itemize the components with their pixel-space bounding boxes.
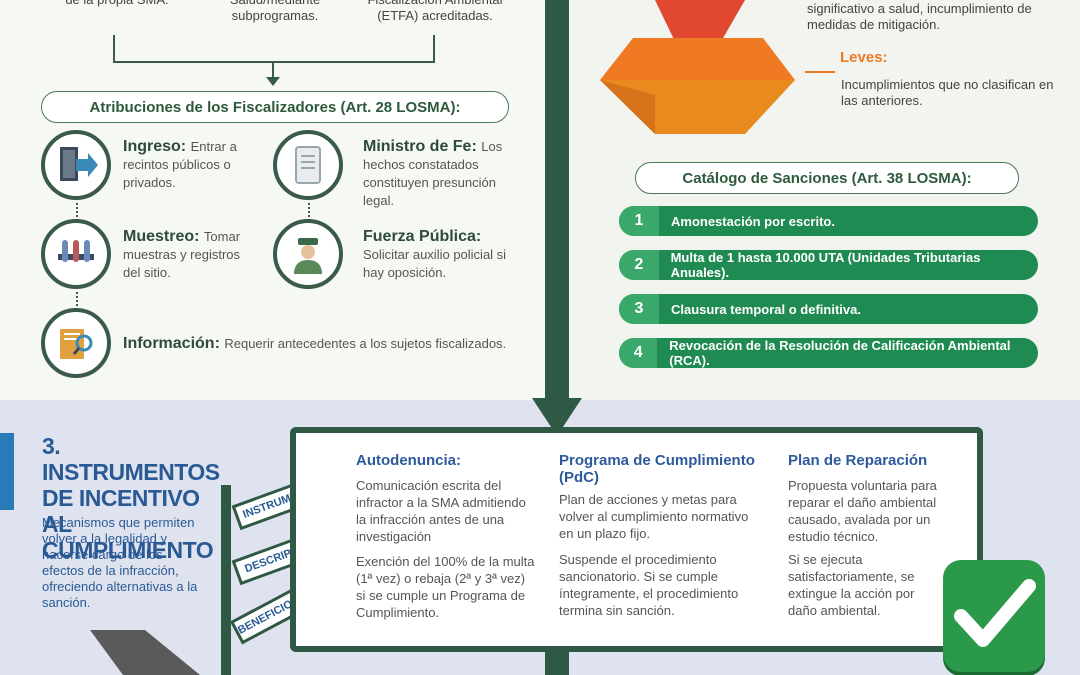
top-box-1-text: de la propia SMA. [62,0,172,8]
top-box-2-text: Salud/mediante subprogramas. [230,0,320,23]
autodenuncia-title: Autodenuncia: [356,452,461,469]
leves-line [805,71,835,73]
pdc-title: Programa de Cumplimiento (PdC) [559,452,755,486]
sanction-label: Revocación de la Resolución de Calificac… [669,338,1011,368]
section3-description: Mecanismos que permiten volver a la lega… [42,515,198,610]
flow-connector [272,63,274,81]
section-accent-bar [0,433,14,510]
section3-title: 3. INSTRUMENTOS DE INCENTIVO AL CUMPLIMI… [42,433,220,563]
sanction-num: 4 [619,338,658,368]
dotted-connector [76,292,78,310]
gravity-top-text: significativo a salud, incumplimiento de… [807,1,1032,32]
leves-title: Leves: [840,49,888,66]
atribuciones-title: Atribuciones de los Fiscalizadores (Art.… [41,91,509,123]
autodenuncia-p2: Exención del 100% de la multa (1ª vez) o… [356,554,535,620]
plan-reparacion-p2: Si se ejecuta satisfactoriamente, se ext… [788,552,915,618]
instruments-box [290,427,983,652]
sanction-num: 1 [619,206,659,236]
police-officer-icon [273,219,343,289]
fuerza-title: Fuerza Pública: [363,228,482,245]
ministro-title: Ministro de Fe: [363,138,477,155]
fuerza-text: Solicitar auxilio policial si hay oposic… [363,247,507,280]
scroll-icon [273,130,343,200]
test-tubes-icon [41,219,111,289]
flow-arrow-icon [266,77,280,86]
ingreso-title: Ingreso: [123,138,187,155]
dotted-connector [308,203,310,221]
center-divider-bottom [545,652,569,675]
sanction-item: 4 Revocación de la Resolución de Califica… [619,338,1038,368]
flow-bracket [113,35,435,63]
ministro-text: Los hechos constatados constituyen presu… [363,139,503,208]
autodenuncia-p1: Comunicación escrita del infractor a la … [356,478,526,544]
sanction-item: 1 Amonestación por escrito. [619,206,1038,236]
document-search-icon [41,308,111,378]
sanction-label: Multa de 1 hasta 10.000 UTA (Unidades Tr… [670,250,981,280]
sanction-label: Clausura temporal o definitiva. [671,301,861,317]
muestreo-title: Muestreo: [123,228,200,245]
plan-reparacion-p1: Propuesta voluntaria para reparar el dañ… [788,478,937,544]
top-box-3-text: Fiscalización Ambiental (ETFA) acreditad… [367,0,502,23]
informacion-text: Requerir antecedentes a los sujetos fisc… [224,336,507,351]
center-divider [545,0,569,400]
dotted-connector [76,203,78,221]
pdc-p2: Suspende el procedimiento sancionatorio.… [559,552,739,618]
door-icon [41,130,111,200]
leves-text: Incumplimientos que no clasifican en las… [841,77,1054,108]
sanction-num: 3 [619,294,659,324]
sanction-num: 2 [619,250,659,280]
ingreso-text: Entrar a recintos públicos o privados. [123,139,237,190]
sanction-item: 2 Multa de 1 hasta 10.000 UTA (Unidades T… [619,250,1038,280]
informacion-title: Información: [123,335,220,352]
muestreo-text: Tomar muestras y registros del sitio. [123,229,241,280]
checkmark-icon [943,560,1045,672]
pdc-p1: Plan de acciones y metas para volver al … [559,492,749,541]
signpost-pole [221,485,231,675]
sanction-item: 3 Clausura temporal o definitiva. [619,294,1038,324]
plan-reparacion-title: Plan de Reparación [788,452,928,469]
pyramid-graphic [595,0,805,145]
sanction-label: Amonestación por escrito. [671,213,835,229]
catalogo-title: Catálogo de Sanciones (Art. 38 LOSMA): [635,162,1019,194]
